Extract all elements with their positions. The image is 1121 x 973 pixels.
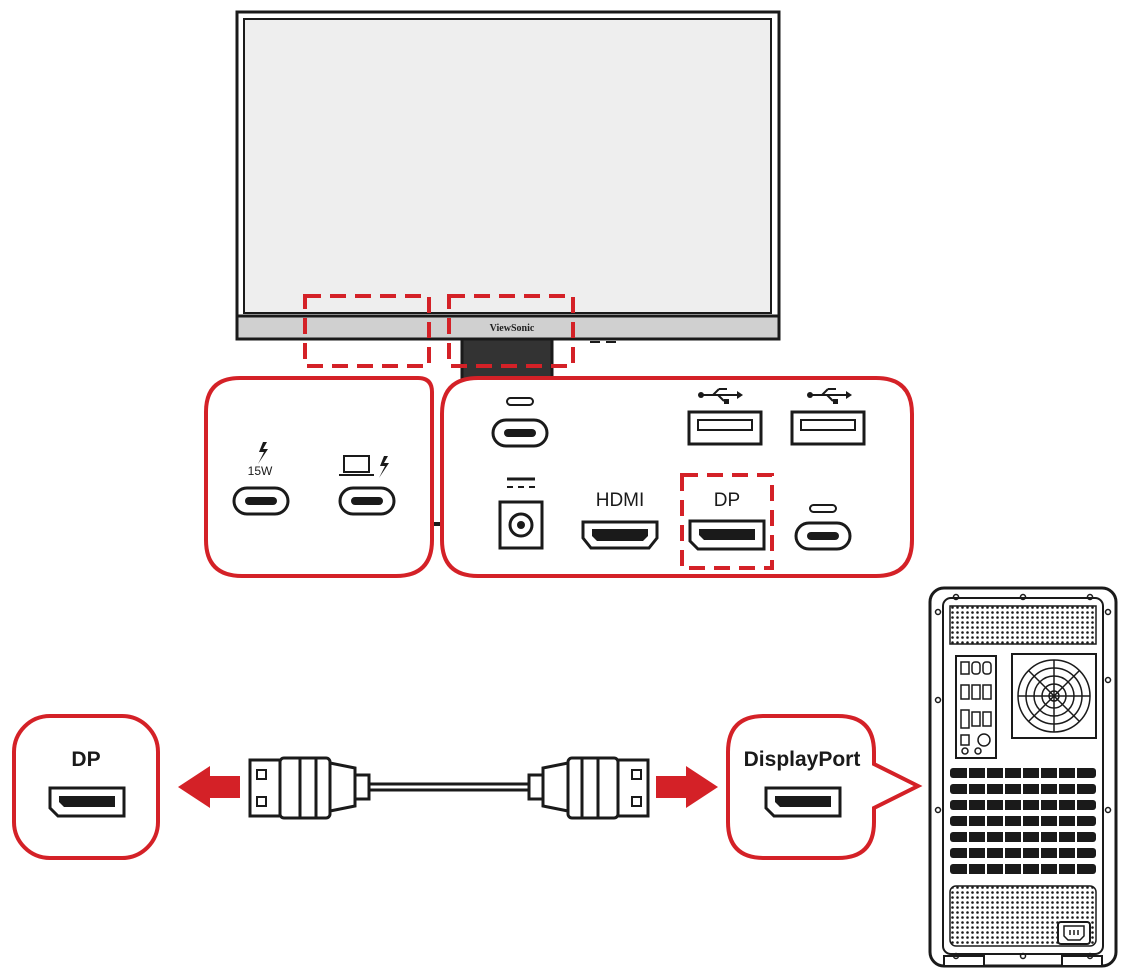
highlight-dp-port [680, 473, 774, 570]
displayport-cable [248, 756, 650, 820]
displayport-port-inner [699, 529, 755, 540]
screw-icon [934, 806, 942, 814]
dc-symbol-icon [507, 477, 535, 488]
screw-icon [1086, 952, 1094, 960]
dc-in-port-ring [508, 512, 534, 538]
right-port-panel: HDMI DP [440, 376, 914, 578]
monitor-screen [243, 18, 772, 314]
pc-top-vent [949, 605, 1097, 645]
monitor-dp-label: DP [71, 748, 100, 771]
usb-a-port-inner [697, 419, 753, 431]
usb-c-symbol-icon [506, 397, 534, 406]
screw-icon [1104, 676, 1112, 684]
lightning-icon [379, 456, 389, 478]
laptop-icon [343, 455, 370, 473]
pc-foot [1061, 955, 1103, 967]
arrow-right-icon [656, 766, 718, 808]
fan-icon [1017, 659, 1091, 733]
lightning-icon [258, 442, 268, 464]
screw-icon [934, 696, 942, 704]
monitor-brand: ViewSonic [490, 323, 535, 334]
usb-symbol-icon [807, 388, 852, 404]
usb-c-port-inner [351, 497, 383, 505]
screw-icon [1104, 806, 1112, 814]
hdmi-label: HDMI [596, 490, 645, 511]
displayport-port-inner [775, 796, 831, 807]
usb-symbol-icon [698, 388, 743, 404]
screw-icon [952, 952, 960, 960]
displayport-port-inner [59, 796, 115, 807]
monitor-dp-callout: DP [12, 714, 160, 860]
power-label: 15W [248, 464, 273, 478]
screw-icon [934, 608, 942, 616]
pc-displayport-label: DisplayPort [744, 748, 861, 771]
usb-c-port-inner [504, 429, 536, 437]
dp-label: DP [714, 490, 740, 511]
screw-icon [1086, 593, 1094, 601]
highlight-right-ports [447, 294, 575, 368]
cable-plug-right [616, 758, 650, 818]
usb-c-port-inner [807, 532, 839, 540]
cable-plug-left [248, 758, 282, 818]
usb-a-port-inner [800, 419, 856, 431]
pc-displayport-callout: DisplayPort [726, 714, 923, 860]
dc-in-port-pin [517, 521, 525, 529]
monitor-chin [235, 314, 781, 341]
left-panel-frame [204, 376, 434, 578]
usb-c-symbol-icon [809, 504, 837, 513]
left-port-panel: 15W [204, 376, 434, 578]
monitor: ViewSonic [235, 10, 781, 526]
screw-icon [1104, 608, 1112, 616]
screw-icon [1019, 593, 1027, 601]
screw-icon [1019, 952, 1027, 960]
pc-tower [928, 586, 1118, 968]
hdmi-port-inner [592, 529, 648, 541]
pc-foot [943, 955, 985, 967]
arrow-left-icon [178, 766, 240, 808]
screw-icon [952, 593, 960, 601]
usb-c-port-inner [245, 497, 277, 505]
highlight-left-ports [303, 294, 431, 368]
